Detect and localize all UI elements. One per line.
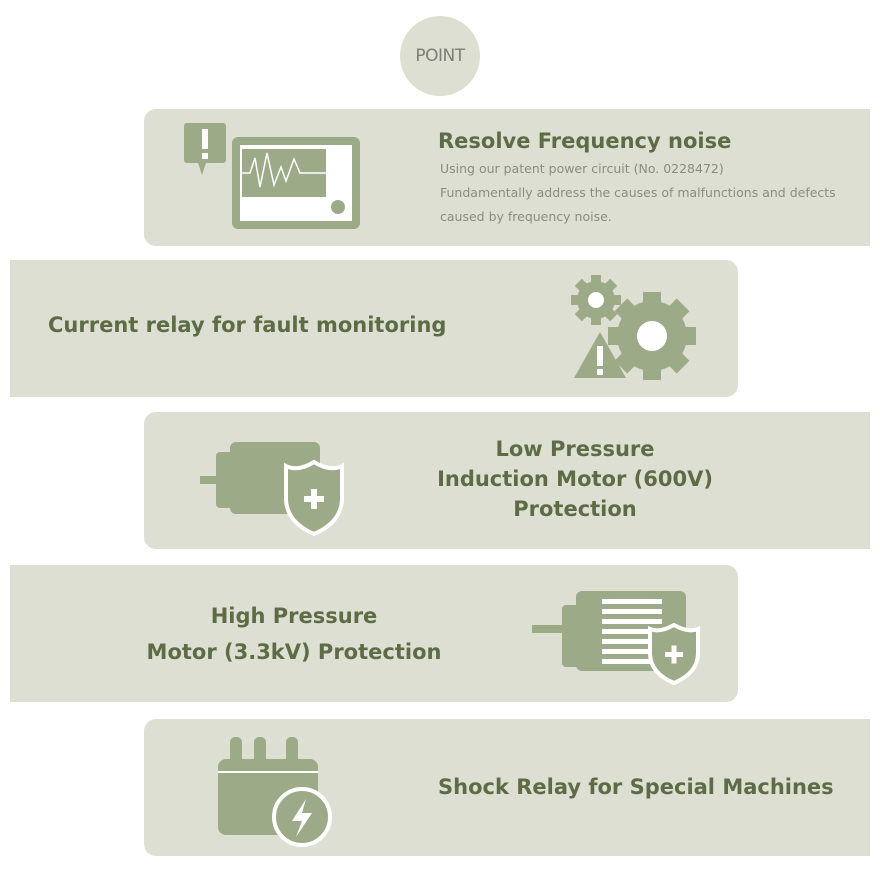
feature-title: Resolve Frequency noise: [438, 129, 732, 153]
relay-lightning-icon: [218, 737, 332, 847]
feature-title: High Pressure Motor (3.3kV) Protection: [138, 598, 450, 670]
feature-title: Low Pressure Induction Motor (600V) Prot…: [434, 434, 716, 524]
feature-low-pressure-motor: Low Pressure Induction Motor (600V) Prot…: [144, 412, 870, 549]
desc-line: Using our patent power circuit (No. 0228…: [440, 161, 724, 176]
gears-warning-icon: [571, 275, 696, 380]
point-badge: POINT: [400, 16, 480, 96]
title-line: High Pressure: [210, 604, 378, 628]
feature-frequency-noise: Resolve Frequency noise Using our patent…: [144, 109, 870, 246]
title-line: Motor (3.3kV) Protection: [146, 640, 442, 664]
title-line: Induction Motor (600V): [437, 467, 713, 491]
title-line: Low Pressure: [495, 437, 655, 461]
feature-high-pressure-motor: High Pressure Motor (3.3kV) Protection: [10, 565, 738, 702]
feature-title: Current relay for fault monitoring: [48, 313, 447, 337]
hv-motor-shield-icon: [532, 591, 700, 686]
feature-description: Using our patent power circuit (No. 0228…: [440, 157, 836, 229]
feature-shock-relay: Shock Relay for Special Machines: [144, 719, 870, 856]
title-line: Protection: [513, 497, 637, 521]
feature-fault-monitoring: Current relay for fault monitoring: [10, 260, 738, 397]
motor-shield-icon: [200, 442, 344, 537]
desc-line: caused by frequency noise.: [440, 209, 612, 224]
desc-line: Fundamentally address the causes of malf…: [440, 185, 836, 200]
feature-title: Shock Relay for Special Machines: [438, 775, 834, 799]
monitor-waveform-alert-icon: [184, 123, 360, 229]
